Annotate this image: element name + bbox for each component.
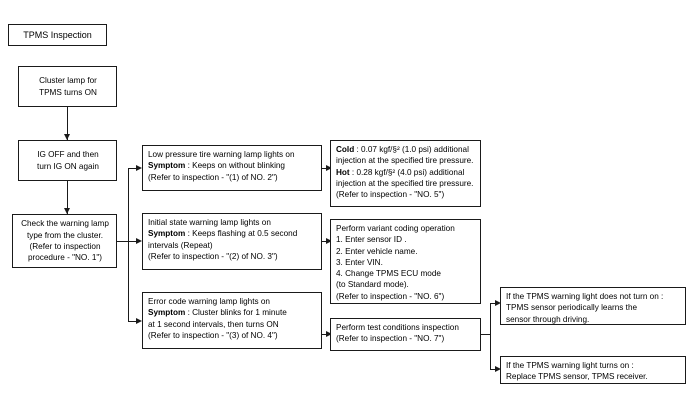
arrowhead-test-conditions [326, 330, 332, 337]
node-pressure-spec-cold-label: Cold [336, 145, 355, 154]
node-pressure-spec-cold-line2: injection at the specified tire pressure… [336, 156, 474, 166]
arrowhead-initial-state [136, 237, 142, 244]
node-variant-coding-refer: (Refer to inspection - "NO. 6") [336, 291, 445, 301]
node-check-warning-lamp-text: Check the warning lamp type from the clu… [21, 219, 109, 263]
node-light-on-text: If the TPMS warning light turns on : Rep… [506, 361, 648, 382]
node-variant-coding-step-2: 2. Enter vehicle name. [336, 246, 418, 256]
connector-outcome-bus [490, 303, 491, 369]
node-initial-state-symptom-label: Symptom [148, 229, 186, 239]
node-low-pressure: Low pressure tire warning lamp lights on… [142, 145, 322, 191]
node-low-pressure-symptom-text: : Keeps on without blinking [185, 161, 285, 171]
node-test-conditions-refer: (Refer to inspection - "NO. 7") [336, 334, 445, 344]
node-check-warning-lamp: Check the warning lamp type from the clu… [12, 214, 117, 268]
arrowhead-cluster-to-ig [63, 134, 70, 140]
node-light-not-on: If the TPMS warning light does not turn … [500, 287, 686, 325]
arrowhead-low-pressure [136, 164, 142, 171]
node-initial-state-symptom-text: : Keeps flashing at 0.5 second [185, 229, 298, 239]
diagram-title-box: TPMS Inspection [8, 24, 107, 46]
node-error-code-refer: (Refer to inspection - "(3) of NO. 4") [148, 330, 278, 340]
diagram-title-text: TPMS Inspection [23, 30, 92, 40]
node-initial-state: Initial state warning lamp lights on Sym… [142, 213, 322, 270]
arrowhead-error-code [136, 317, 142, 324]
node-pressure-spec-hot-label: Hot [336, 167, 350, 177]
node-initial-state-line3: intervals (Repeat) [148, 240, 213, 250]
connector-branch-to-low-pressure [128, 168, 138, 169]
node-cluster-lamp: Cluster lamp for TPMS turns ON [18, 66, 117, 107]
arrowhead-ig-to-check [63, 208, 70, 214]
node-variant-coding-heading: Perform variant coding operation [336, 224, 455, 233]
node-error-code-symptom-label: Symptom [148, 308, 186, 318]
node-low-pressure-symptom-label: Symptom [148, 161, 186, 171]
node-variant-coding-step-5: (to Standard mode). [336, 280, 409, 290]
node-light-not-on-text: If the TPMS warning light does not turn … [506, 292, 664, 324]
connector-bus-to-light-not-on [490, 303, 498, 304]
node-ig-off-on-text: IG OFF and then turn IG ON again [37, 150, 99, 171]
arrowhead-light-on [495, 365, 501, 372]
connector-test-stub [481, 334, 491, 335]
node-variant-coding-step-4: 4. Change TPMS ECU mode [336, 269, 441, 279]
node-variant-coding-step-3: 3. Enter VIN. [336, 257, 383, 267]
node-pressure-spec: Cold : 0.07 kgf/§² (1.0 psi) additional … [330, 140, 481, 207]
node-pressure-spec-cold-text: : 0.07 kgf/§² (1.0 psi) additional [354, 145, 469, 154]
connector-branch-to-initial-state [128, 241, 138, 242]
node-low-pressure-refer: (Refer to inspection - "(1) of NO. 2") [148, 172, 278, 182]
connector-check-stub [117, 241, 129, 242]
connector-ig-to-check [67, 181, 68, 214]
node-initial-state-line1: Initial state warning lamp lights on [148, 218, 271, 227]
node-error-code-symptom-text: : Cluster blinks for 1 minute [185, 308, 287, 318]
node-pressure-spec-refer: (Refer to inspection - "NO. 5") [336, 190, 445, 200]
node-low-pressure-line1: Low pressure tire warning lamp lights on [148, 150, 295, 159]
node-initial-state-refer: (Refer to inspection - "(2) of NO. 3") [148, 251, 278, 261]
node-test-conditions-heading: Perform test conditions inspection [336, 323, 459, 332]
node-light-on: If the TPMS warning light turns on : Rep… [500, 356, 686, 384]
node-variant-coding: Perform variant coding operation 1. Ente… [330, 219, 481, 304]
node-variant-coding-step-1: 1. Enter sensor ID . [336, 235, 407, 245]
node-ig-off-on: IG OFF and then turn IG ON again [18, 140, 117, 181]
connector-cluster-to-ig [67, 107, 68, 140]
node-error-code-line1: Error code warning lamp lights on [148, 297, 270, 306]
connector-branch-bus [128, 168, 129, 321]
node-error-code: Error code warning lamp lights on Sympto… [142, 292, 322, 349]
node-test-conditions: Perform test conditions inspection (Refe… [330, 318, 481, 351]
node-pressure-spec-hot-text: : 0.28 kgf/§² (4.0 psi) additional [349, 167, 465, 177]
node-error-code-line3: at 1 second intervals, then turns ON [148, 319, 279, 329]
connector-bus-to-light-on [490, 369, 498, 370]
arrowhead-pressure-spec [326, 164, 332, 171]
node-cluster-lamp-text: Cluster lamp for TPMS turns ON [39, 76, 97, 97]
arrowhead-light-not-on [495, 299, 501, 306]
connector-branch-to-error-code [128, 321, 138, 322]
node-pressure-spec-hot-line2: injection at the specified tire pressure… [336, 178, 474, 188]
arrowhead-variant-coding [326, 237, 332, 244]
